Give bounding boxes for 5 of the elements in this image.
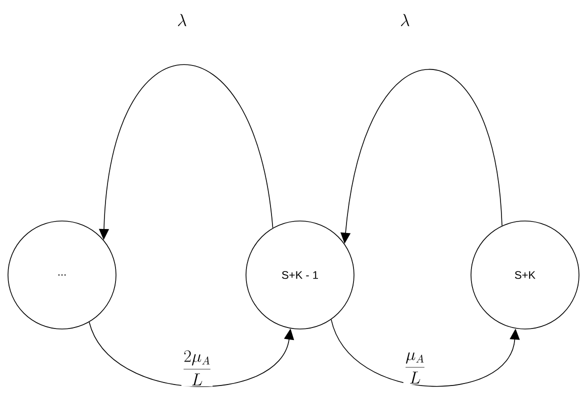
- arrow: [330, 319, 520, 386]
- edge-label: $\lambda$: [176, 13, 188, 27]
- edge-label: $\lambda$: [399, 13, 411, 27]
- edge-label: $\frac{\mu_A}{L}$: [403, 352, 427, 384]
- edge-label: $\frac{2\mu_A}{L}$: [181, 350, 213, 386]
